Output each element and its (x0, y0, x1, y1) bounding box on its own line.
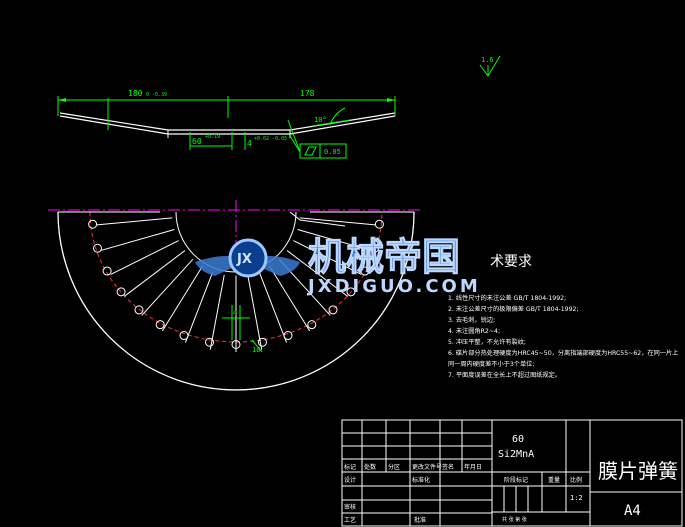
revision-row-labels: 标记处数 分区 更改文件号签名 年月日 (344, 463, 482, 471)
title-block-text: 60 Si2MnA 膜片弹簧 A4 1:2 阶段标记 重量 比例 共 张 第 张… (344, 434, 678, 524)
slot-hole (231, 339, 241, 349)
stage-mark: 阶段标记 (504, 476, 528, 484)
sheet-size: A4 (624, 503, 641, 519)
thickness-tol: +0.02 -0.05 (254, 136, 287, 142)
watermark: JX 机械帝国 JXDIGUO.COM (195, 235, 481, 297)
technical-requirements: 术要求 1. 线性尺寸的未注公差 GB/T 1804-1992; 2. 未注公差尺… (448, 254, 678, 379)
sheets-label: 共 张 第 张 (502, 516, 527, 523)
gear-icon (228, 238, 268, 278)
outer-width-label: 178 (300, 89, 315, 98)
slot-hole (328, 305, 338, 315)
finger-slot (110, 240, 179, 275)
angle-label: 10° (314, 116, 327, 124)
slot-depth-label: 10 (252, 346, 260, 354)
finger-slot (286, 250, 349, 297)
side-view: 180 0 -0.39 178 60 +0.19 4 +0.02 -0.05 1… (57, 89, 396, 159)
slot-hole (134, 305, 144, 315)
finger-slot (96, 217, 173, 226)
drawing-title: 膜片弹簧 (598, 459, 678, 483)
slot-hole (179, 331, 189, 341)
requirement-item: 1. 线性尺寸的未注公差 GB/T 1804-1992; (448, 294, 566, 302)
requirement-item: 4. 未注圆角R2~4; (448, 327, 500, 335)
finger-slot (297, 229, 371, 251)
revision-label: 标记 (344, 463, 356, 471)
thickness-label: 4 (247, 139, 252, 148)
finger-slots (88, 217, 384, 352)
slot-hole (283, 331, 293, 341)
revision-label: 处数 (364, 463, 376, 471)
requirements-heading: 术要求 (490, 254, 532, 270)
finger-slot (293, 240, 362, 275)
requirement-item: 6. 碟片部分热处理硬度为HRC45~50，分离指端部硬度为HRC55~62，在… (448, 349, 678, 357)
finger-slot (141, 258, 194, 316)
slot-hole (307, 320, 317, 330)
roughness-value: 1.6 (481, 56, 494, 64)
front-view: 4 10 (48, 200, 420, 391)
watermark-logo: JX (236, 252, 252, 267)
revision-label: 分区 (388, 463, 400, 471)
flatness-value: 0.05 (324, 148, 341, 156)
requirements-list: 1. 线性尺寸的未注公差 GB/T 1804-1992; 2. 未注公差尺寸的极限… (448, 294, 678, 379)
slot-width-label: 4 (233, 309, 237, 317)
slot-hole (92, 243, 102, 253)
revision-label: 年月日 (464, 463, 482, 471)
inner-diameter-label: 60 (192, 137, 202, 146)
requirement-item: 3. 去毛刺，锐边; (448, 316, 495, 324)
slot-hole (88, 219, 98, 229)
slot-hole (360, 266, 370, 276)
title-block (341, 419, 683, 527)
requirement-item: 7. 平面度误差在全长上不超过图纸规定。 (448, 371, 561, 379)
inner-diameter-tol: +0.19 (205, 134, 220, 140)
revision-label: 签名 (442, 463, 454, 471)
requirement-item: 5. 冲压平整，不允许有裂纹; (448, 338, 526, 346)
review-label: 审核 (344, 503, 356, 511)
finger-slot (101, 229, 175, 251)
finger-slot (269, 266, 311, 332)
surface-roughness-symbol: 1.6 (479, 55, 501, 77)
material-line2: Si2MnA (498, 449, 534, 460)
design-label: 设计 (344, 476, 356, 484)
slot-hole (257, 337, 267, 347)
watermark-en: JXDIGUO.COM (306, 276, 481, 297)
finger-slot (209, 274, 225, 350)
finger-slot (123, 250, 186, 297)
watermark-cn: 机械帝国 (308, 235, 460, 279)
requirement-item: 2. 未注公差尺寸的极限偏差 GB/T 1804-1992; (448, 305, 579, 313)
requirement-item: 同一周内硬度差不小于3个单位; (448, 360, 534, 368)
slot-hole (370, 243, 380, 253)
weight-label: 重量 (548, 476, 560, 484)
approve-label: 批准 (414, 516, 426, 524)
process-label: 工艺 (344, 516, 356, 524)
slot-hole (205, 337, 215, 347)
revision-label: 更改文件号 (412, 463, 442, 471)
slot-hole (116, 287, 126, 297)
finger-slot (161, 266, 203, 332)
outer-diameter-label: 180 (128, 89, 143, 98)
finger-slot (184, 271, 214, 343)
scale-label: 比例 (570, 476, 582, 484)
outer-diameter-tol: 0 -0.39 (146, 92, 167, 98)
finger-slot (247, 274, 263, 350)
material-line1: 60 (512, 434, 524, 445)
slot-hole (155, 320, 165, 330)
scale-value: 1:2 (570, 494, 583, 502)
finger-slot (258, 271, 288, 343)
slot-hole (374, 219, 384, 229)
finger-slot (299, 217, 376, 226)
slot-hole (346, 287, 356, 297)
slot-hole (102, 266, 112, 276)
standardize-label: 标准化 (412, 476, 430, 484)
